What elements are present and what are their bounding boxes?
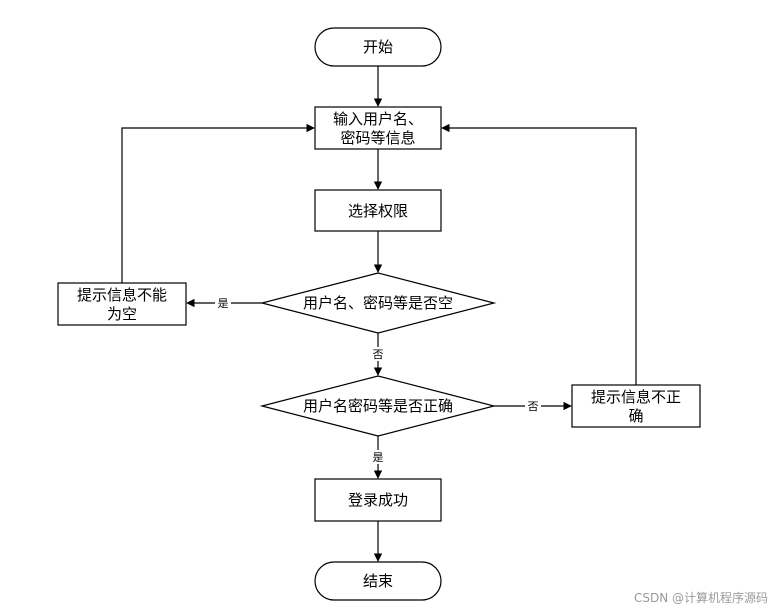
select-role-node: 选择权限 [314, 189, 442, 232]
check-correct-label: 用户名密码等是否正确 [303, 397, 453, 415]
empty-tip-line1: 提示信息不能 [77, 286, 167, 304]
edge-label-correct-yes: 是 [373, 451, 384, 464]
end-label: 结束 [363, 572, 393, 590]
edge-empty-tip-back-to-input [121, 123, 315, 283]
select-role-label: 选择权限 [348, 202, 408, 220]
wrong-tip-line2: 确 [628, 407, 643, 425]
check-correct-decision: 用户名密码等是否正确 [259, 375, 497, 437]
empty-tip-node: 提示信息不能 为空 [57, 282, 187, 326]
empty-tip-line2: 为空 [107, 305, 137, 323]
wrong-tip-node: 提示信息不正 确 [571, 384, 701, 428]
edge-wrong-tip-back-to-input [441, 123, 637, 385]
login-success-node: 登录成功 [314, 478, 442, 522]
check-empty-decision: 用户名、密码等是否空 [259, 272, 497, 334]
input-credentials-node: 输入用户名、 密码等信息 [314, 106, 442, 150]
edge-label-empty-no: 否 [373, 348, 384, 361]
edge-label-correct-no: 否 [528, 400, 539, 413]
input-label-line2: 密码等信息 [340, 129, 415, 147]
start-node: 开始 [314, 27, 442, 67]
input-label-line1: 输入用户名、 [333, 110, 423, 128]
end-node: 结束 [314, 561, 442, 601]
watermark: CSDN @计算机程序源码 [633, 591, 768, 605]
edge-label-empty-yes: 是 [218, 297, 229, 310]
wrong-tip-line1: 提示信息不正 [591, 388, 681, 406]
check-empty-label: 用户名、密码等是否空 [303, 294, 453, 312]
start-label: 开始 [363, 38, 393, 56]
login-success-label: 登录成功 [348, 491, 408, 509]
